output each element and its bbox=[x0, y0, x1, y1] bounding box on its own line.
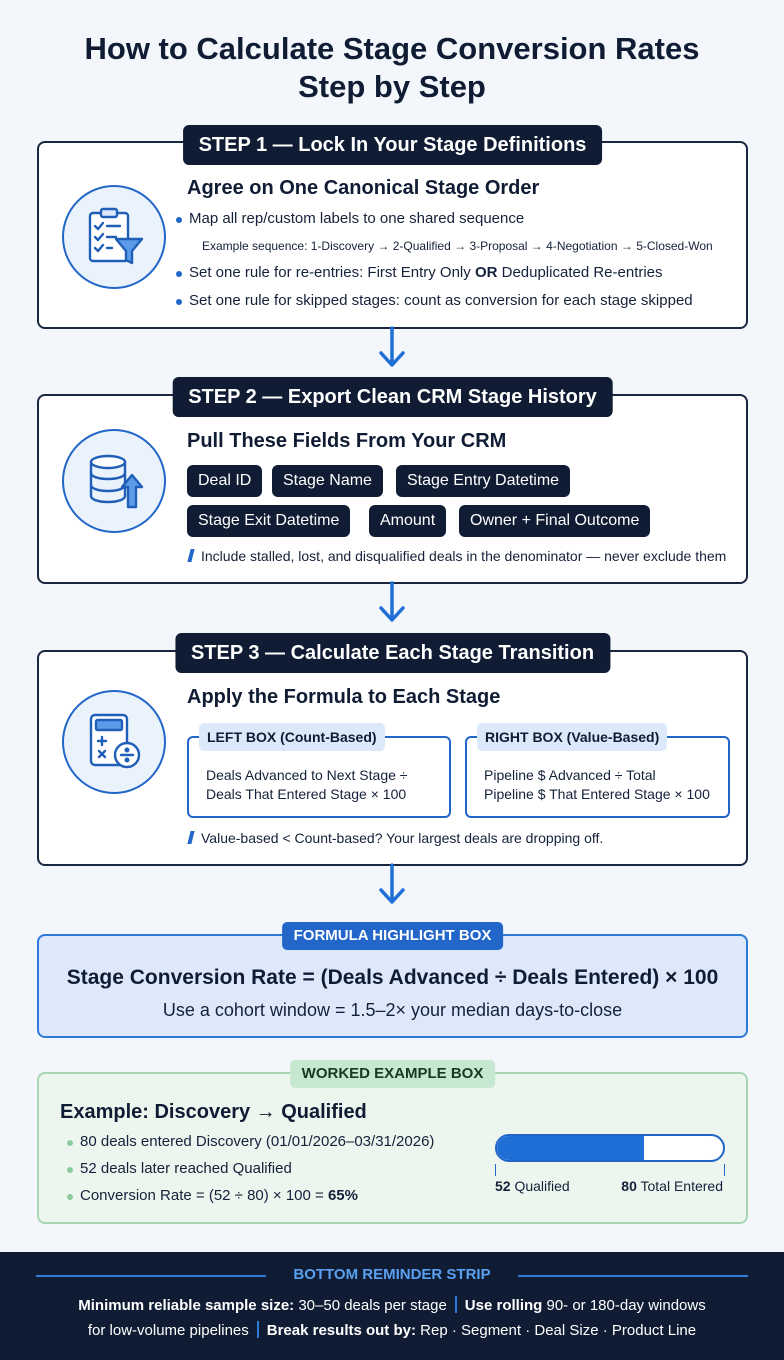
step2-card: STEP 2 — Export Clean CRM Stage History … bbox=[37, 377, 748, 584]
count-based-line2: Deals That Entered Stage × 100 bbox=[206, 786, 407, 802]
qualified-text: Qualified bbox=[510, 1178, 570, 1194]
step3-heading: Apply the Formula to Each Stage bbox=[187, 686, 501, 708]
count-based-line1: Deals Advanced to Next Stage ÷ bbox=[206, 767, 408, 783]
note-marker-icon bbox=[187, 831, 195, 844]
reminder-breakout-label: Break results out by: bbox=[266, 1322, 416, 1339]
separator bbox=[256, 1321, 259, 1338]
field-pill-stage-exit-datetime: Stage Exit Datetime bbox=[187, 505, 351, 537]
page-title-line1: How to Calculate Stage Conversion Rates bbox=[84, 31, 700, 66]
conversion-progress-bar bbox=[495, 1134, 725, 1162]
arrow-down-icon bbox=[379, 581, 405, 622]
reminder-low-volume-text: for low-volume pipelines bbox=[87, 1322, 249, 1339]
worked-bullet-reached: 52 deals later reached Qualified bbox=[67, 1160, 292, 1177]
count-based-box: LEFT BOX (Count-Based) Deals Advanced to… bbox=[187, 723, 451, 818]
worked-bullet-rate: Conversion Rate = (52 ÷ 80) × 100 = 65% bbox=[67, 1187, 358, 1204]
page-title-line2: Step by Step bbox=[298, 69, 486, 104]
value-based-tag: RIGHT BOX (Value-Based) bbox=[477, 723, 668, 751]
step1-bullet2-or: OR bbox=[474, 264, 498, 281]
field-pill-amount: Amount bbox=[369, 505, 447, 537]
calculator-icon bbox=[62, 690, 166, 794]
bottom-title-text: BOTTOM REMINDER STRIP bbox=[283, 1266, 501, 1283]
worked-bullet-entered: 80 deals entered Discovery (01/01/2026–0… bbox=[66, 1133, 435, 1150]
reminder-breakout-text: Rep · Segment · Deal Size · Product Line bbox=[415, 1322, 697, 1339]
step3-note: Value-based < Count-based? Your largest … bbox=[187, 830, 604, 846]
reminder-rolling-text: 90- or 180-day windows bbox=[542, 1297, 706, 1314]
progress-tick-left bbox=[495, 1164, 496, 1176]
step1-bullet2-pre: Set one rule for re-entries: First Entry… bbox=[189, 264, 475, 281]
step1-heading: Agree on One Canonical Stage Order bbox=[187, 177, 540, 199]
reminder-sample-size-text: 30–50 deals per stage bbox=[294, 1297, 447, 1314]
value-based-line2: Pipeline $ That Entered Stage × 100 bbox=[484, 786, 710, 802]
qualified-count: 52 bbox=[495, 1178, 511, 1194]
bottom-rule-right bbox=[518, 1275, 748, 1277]
worked-example-box: WORKED EXAMPLE BOX Example: Discovery → … bbox=[37, 1060, 748, 1224]
step2-label: STEP 2 — Export Clean CRM Stage History bbox=[172, 377, 613, 417]
total-text: Total Entered bbox=[636, 1178, 723, 1194]
step2-note-text: Include stalled, lost, and disqualified … bbox=[201, 548, 727, 564]
step1-example-sequence: Example sequence: 1-Discovery → 2-Qualif… bbox=[202, 239, 713, 253]
formula-main: Stage Conversion Rate = (Deals Advanced … bbox=[66, 966, 719, 989]
arrow-down-icon bbox=[379, 863, 405, 904]
database-upload-icon bbox=[62, 429, 166, 533]
worked-rate-value: 65% bbox=[327, 1187, 358, 1204]
step2-heading: Pull These Fields From Your CRM bbox=[187, 430, 507, 452]
clipboard-funnel-icon bbox=[62, 185, 166, 289]
bottom-rule-left bbox=[36, 1275, 266, 1277]
bottom-row-1: Minimum reliable sample size: 30–50 deal… bbox=[0, 1296, 784, 1314]
worked-example-tag: WORKED EXAMPLE BOX bbox=[289, 1060, 496, 1088]
separator bbox=[454, 1296, 457, 1313]
step1-bullet-reentries: Set one rule for re-entries: First Entry… bbox=[176, 264, 663, 281]
field-pill-stage-entry-datetime: Stage Entry Datetime bbox=[396, 465, 571, 497]
bottom-row-2: for low-volume pipelines Break results ou… bbox=[0, 1321, 784, 1339]
field-pill-owner-final-outcome: Owner + Final Outcome bbox=[459, 505, 651, 537]
value-based-line1: Pipeline $ Advanced ÷ Total bbox=[484, 767, 656, 783]
value-based-formula: Pipeline $ Advanced ÷ Total Pipeline $ T… bbox=[484, 766, 710, 804]
step1-bullet-map-labels: Map all rep/custom labels to one shared … bbox=[175, 210, 525, 227]
worked-rate-pre: Conversion Rate = (52 ÷ 80) × 100 = bbox=[80, 1187, 328, 1204]
bottom-title-row: BOTTOM REMINDER STRIP bbox=[36, 1266, 748, 1286]
step1-label: STEP 1 — Lock In Your Stage Definitions bbox=[182, 125, 603, 165]
step3-label: STEP 3 — Calculate Each Stage Transition bbox=[174, 633, 611, 673]
field-pill-deal-id: Deal ID bbox=[187, 465, 263, 497]
formula-sub: Use a cohort window = 1.5–2× your median… bbox=[162, 1000, 623, 1020]
count-based-formula: Deals Advanced to Next Stage ÷ Deals Tha… bbox=[206, 766, 407, 804]
value-based-box: RIGHT BOX (Value-Based) Pipeline $ Advan… bbox=[465, 723, 730, 818]
reminder-rolling-label: Use rolling bbox=[464, 1297, 543, 1314]
step3-note-text: Value-based < Count-based? Your largest … bbox=[201, 830, 604, 846]
step1-card: STEP 1 — Lock In Your Stage Definitions … bbox=[37, 125, 748, 329]
note-marker-icon bbox=[187, 549, 195, 562]
bottom-reminder-strip: BOTTOM REMINDER STRIP Minimum reliable s… bbox=[0, 1252, 784, 1360]
step1-bullet-skipped: Set one rule for skipped stages: count a… bbox=[176, 292, 693, 309]
reminder-sample-size-label: Minimum reliable sample size: bbox=[78, 1297, 295, 1314]
total-count: 80 bbox=[621, 1178, 637, 1194]
page-title: How to Calculate Stage Conversion Rates … bbox=[0, 30, 784, 106]
worked-example-heading: Example: Discovery → Qualified bbox=[60, 1101, 367, 1123]
arrow-down-icon bbox=[379, 326, 405, 367]
bottom-title: BOTTOM REMINDER STRIP bbox=[36, 1266, 748, 1283]
step1-bullet2-post: Deduplicated Re-entries bbox=[497, 264, 663, 281]
step2-note: Include stalled, lost, and disqualified … bbox=[187, 548, 727, 564]
count-based-tag: LEFT BOX (Count-Based) bbox=[199, 723, 385, 751]
conversion-progress-fill bbox=[497, 1136, 644, 1160]
qualified-label: 52 Qualified bbox=[495, 1178, 570, 1194]
step3-card: STEP 3 — Calculate Each Stage Transition… bbox=[37, 633, 748, 866]
formula-tag: FORMULA HIGHLIGHT BOX bbox=[281, 922, 504, 950]
total-entered-label: 80 Total Entered bbox=[621, 1178, 723, 1194]
formula-highlight-box: FORMULA HIGHLIGHT BOX Stage Conversion R… bbox=[37, 922, 748, 1038]
field-pill-stage-name: Stage Name bbox=[272, 465, 383, 497]
progress-tick-right bbox=[724, 1164, 725, 1176]
